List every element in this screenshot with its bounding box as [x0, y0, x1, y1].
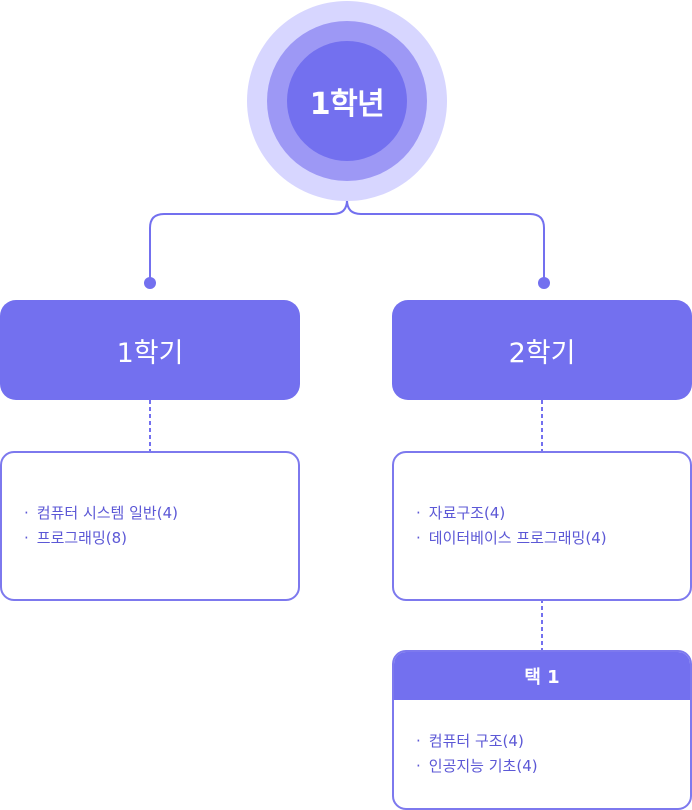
course-list: 컴퓨터 구조(4) 인공지능 기초(4)	[394, 729, 690, 779]
course-item: 자료구조(4)	[416, 501, 690, 526]
course-item: 인공지능 기초(4)	[416, 754, 690, 779]
semester-1-node: 1학기	[0, 300, 300, 400]
course-item: 컴퓨터 시스템 일반(4)	[24, 501, 298, 526]
connector-dot	[538, 277, 550, 289]
course-list: 자료구조(4) 데이터베이스 프로그래밍(4)	[394, 501, 690, 551]
semester-2-node: 2학기	[392, 300, 692, 400]
connector-dot	[144, 277, 156, 289]
course-list: 컴퓨터 시스템 일반(4) 프로그래밍(8)	[2, 501, 298, 551]
year-label: 1학년	[309, 87, 385, 122]
elective-box: 택 1 컴퓨터 구조(4) 인공지능 기초(4)	[392, 650, 692, 810]
branch-connector	[149, 161, 348, 283]
elective-body: 컴퓨터 구조(4) 인공지능 기초(4)	[394, 700, 690, 808]
year-node: 1학년	[287, 41, 407, 161]
branch-connector	[346, 199, 545, 283]
elective-header: 택 1	[394, 652, 690, 700]
semester-label: 1학기	[116, 337, 184, 369]
semester-1-courses: 컴퓨터 시스템 일반(4) 프로그래밍(8)	[0, 451, 300, 601]
course-item: 컴퓨터 구조(4)	[416, 729, 690, 754]
semester-2-courses: 자료구조(4) 데이터베이스 프로그래밍(4)	[392, 451, 692, 601]
semester-label: 2학기	[508, 337, 576, 369]
course-item: 프로그래밍(8)	[24, 526, 298, 551]
course-item: 데이터베이스 프로그래밍(4)	[416, 526, 690, 551]
